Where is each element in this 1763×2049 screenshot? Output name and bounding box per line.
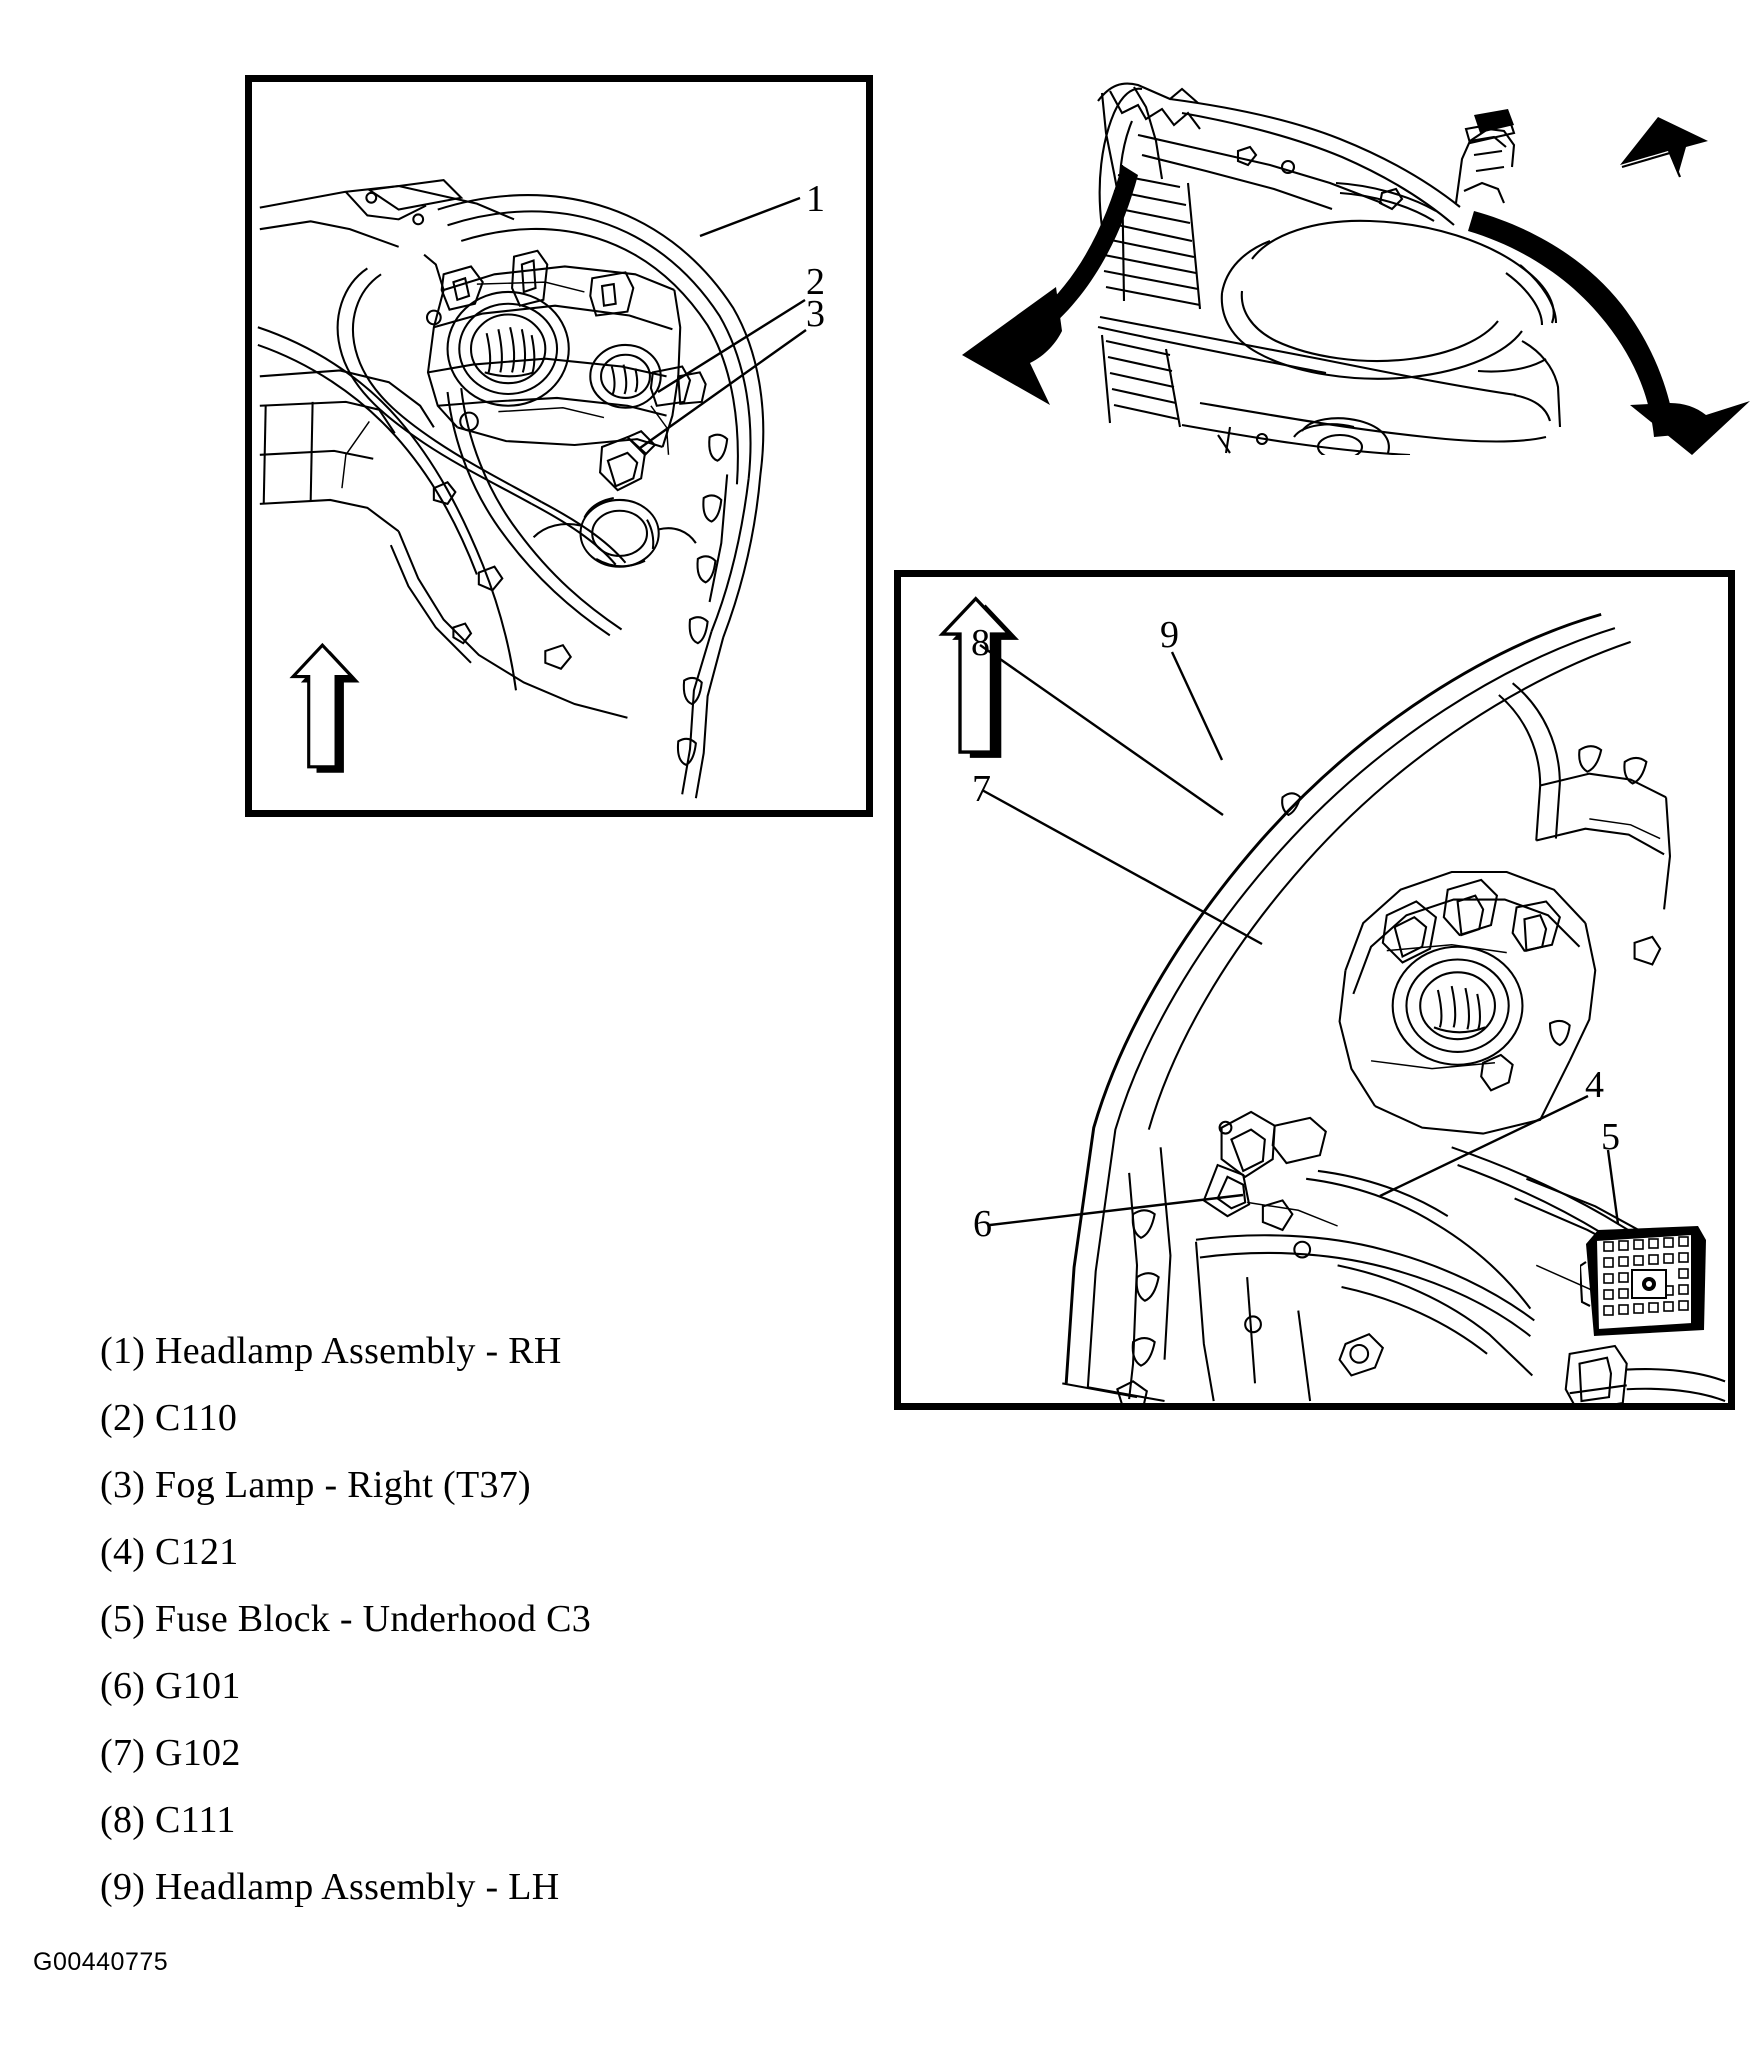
- legend-item: (3) Fog Lamp - Right (T37): [100, 1464, 532, 1506]
- vehicle-front-end-view: [870, 55, 1763, 455]
- callout-3: 3: [806, 293, 825, 335]
- curved-arrow-left-icon: [962, 165, 1138, 405]
- callout-2: 2: [806, 261, 825, 303]
- panel-rh-headlamp-view: [245, 75, 873, 817]
- callout-9: 9: [1160, 614, 1179, 656]
- callout-5: 5: [1601, 1116, 1620, 1158]
- callout-6: 6: [973, 1203, 992, 1245]
- legend-item: (5) Fuse Block - Underhood C3: [100, 1598, 592, 1640]
- legend-item: (6) G101: [100, 1665, 241, 1707]
- legend-item: (4) C121: [100, 1531, 239, 1573]
- callout-4: 4: [1585, 1064, 1604, 1106]
- curved-arrow-right-icon: [1468, 211, 1750, 455]
- legend-item: (1) Headlamp Assembly - RH: [100, 1330, 562, 1372]
- legend-item: (9) Headlamp Assembly - LH: [100, 1866, 560, 1908]
- fuse-block-underhood-graphic: [1578, 1222, 1710, 1342]
- legend-item: (8) C111: [100, 1799, 236, 1841]
- up-arrow-icon: [289, 642, 360, 773]
- figure-id-code: G00440775: [33, 1948, 169, 1976]
- rh-headlamp-line-art: [252, 82, 866, 810]
- callout-8: 8: [971, 622, 990, 664]
- small-arrow-icon: [1620, 117, 1708, 178]
- callout-1: 1: [806, 178, 825, 220]
- legend-item: (7) G102: [100, 1732, 241, 1774]
- callout-7: 7: [972, 768, 991, 810]
- component-legend: (1) Headlamp Assembly - RH (2) C110 (3) …: [100, 1318, 920, 1921]
- legend-item: (2) C110: [100, 1397, 238, 1439]
